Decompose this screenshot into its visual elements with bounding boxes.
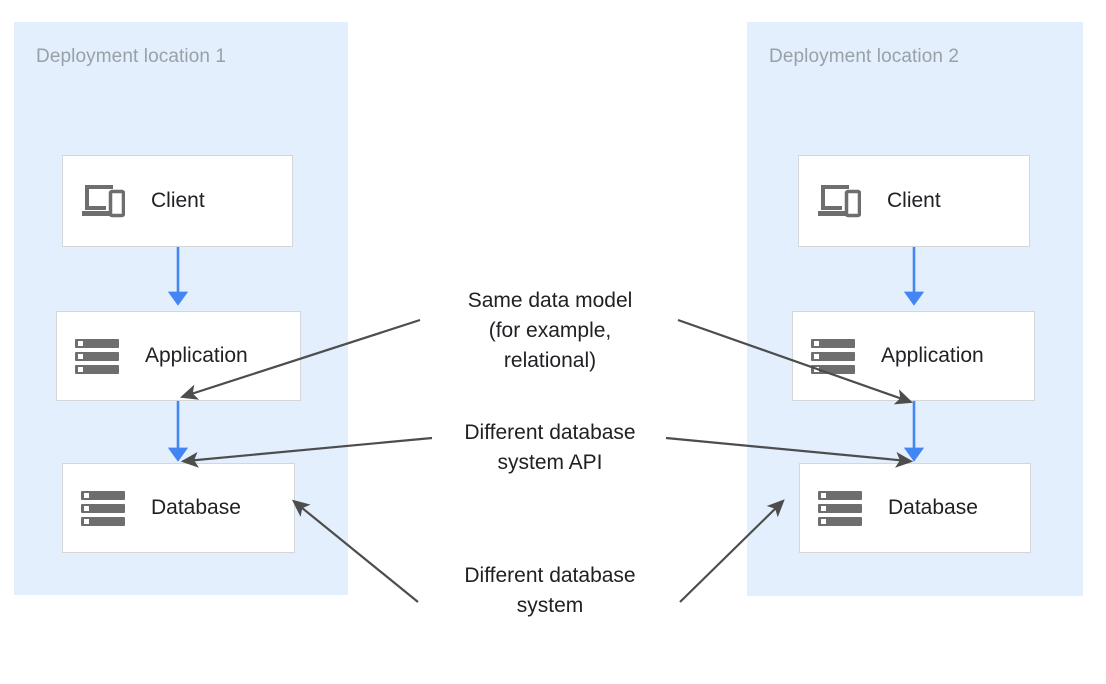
node-label-application-1: Application [145, 344, 248, 367]
server-bar [818, 503, 862, 513]
server-bar [75, 351, 119, 361]
node-label-client-2: Client [887, 189, 941, 212]
node-database-2[interactable]: Database [799, 463, 1031, 553]
server-bar [75, 364, 119, 374]
node-database-1[interactable]: Database [62, 463, 295, 553]
server-bar [811, 364, 855, 374]
server-icon [818, 489, 862, 527]
devices-icon [81, 182, 125, 220]
server-icon [811, 337, 855, 375]
node-label-database-2: Database [888, 496, 978, 519]
devices-icon [817, 182, 861, 220]
node-label-database-1: Database [151, 496, 241, 519]
node-client-2[interactable]: Client [798, 155, 1030, 247]
node-client-1[interactable]: Client [62, 155, 293, 247]
server-bar [81, 503, 125, 513]
server-bar [818, 516, 862, 526]
node-application-2[interactable]: Application [792, 311, 1035, 401]
annotation-different-db-system: Different database system [464, 564, 636, 617]
server-bar [811, 351, 855, 361]
server-bar [818, 490, 862, 500]
node-label-application-2: Application [881, 344, 984, 367]
server-bar [811, 338, 855, 348]
server-bar [81, 490, 125, 500]
annotation-different-db-api: Different database system API [464, 421, 636, 474]
server-bar [81, 516, 125, 526]
node-application-1[interactable]: Application [56, 311, 301, 401]
zone-title-2: Deployment location 2 [769, 46, 960, 67]
server-bar [75, 338, 119, 348]
server-icon [75, 337, 119, 375]
node-label-client-1: Client [151, 189, 205, 212]
zone-title-1: Deployment location 1 [36, 46, 227, 67]
annotation-same-data-model: Same data model (for example, relational… [467, 289, 633, 372]
server-icon [81, 489, 125, 527]
